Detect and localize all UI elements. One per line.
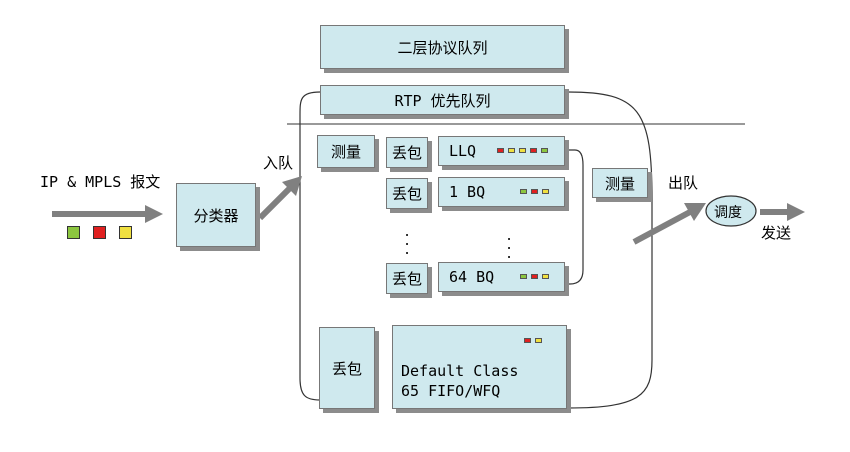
dequeue-arrow-head <box>684 203 706 221</box>
packet-yellow <box>119 226 132 239</box>
dot-yellow <box>519 148 526 153</box>
send-arrow-head <box>787 203 805 221</box>
dot-yellow <box>542 274 549 279</box>
drop-label: 丢包 <box>391 270 422 288</box>
packet-red <box>93 226 106 239</box>
dot-yellow <box>535 338 542 343</box>
dot-red <box>524 338 531 343</box>
dequeue-arrow-shaft <box>632 209 692 245</box>
queue-label: 1 BQ <box>449 183 486 201</box>
inner-bracket <box>568 149 584 285</box>
default-class-queue: Default Class 65 FIFO/WFQ <box>392 325 567 409</box>
llq-dots <box>497 148 548 153</box>
drop-box-llq: 丢包 <box>386 137 428 168</box>
measure-box: 测量 <box>317 135 375 168</box>
drop-label: 丢包 <box>391 144 422 162</box>
dot-red <box>531 274 538 279</box>
enqueue-arrow-shaft <box>257 185 293 221</box>
dot-yellow <box>542 189 549 194</box>
default-class-line2: 65 FIFO/WFQ <box>401 382 501 400</box>
packet-green <box>67 226 80 239</box>
input-arrow-head <box>145 205 163 223</box>
scheduler-label: 调度 <box>714 205 742 221</box>
ellipsis-vertical: ... <box>403 225 411 258</box>
dot-green <box>541 148 548 153</box>
input-label: IP & MPLS 报文 <box>40 173 161 191</box>
drop-label: 丢包 <box>391 185 422 203</box>
enqueue-arrow-head <box>282 176 302 196</box>
queue-label: 64 BQ <box>449 268 495 286</box>
left-bracket <box>299 91 321 401</box>
classifier-label: 分类器 <box>193 206 239 225</box>
dequeue-label: 出队 <box>668 174 699 192</box>
enqueue-label: 入队 <box>263 154 294 172</box>
measure-label: 测量 <box>330 143 361 161</box>
classifier-box: 分类器 <box>176 183 256 247</box>
dot-red <box>497 148 504 153</box>
rtp-priority-queue: RTP 优先队列 <box>320 85 565 115</box>
l2-protocol-queue: 二层协议队列 <box>320 25 565 69</box>
default-class-line1: Default Class <box>401 362 519 380</box>
queue-64bq: 64 BQ <box>438 262 565 292</box>
64bq-dots <box>520 274 549 279</box>
default-dots <box>524 338 542 343</box>
right-outer-curve <box>567 91 653 409</box>
drop-box-1bq: 丢包 <box>386 178 428 209</box>
measure-box-right: 测量 <box>592 168 648 198</box>
drop-box-default: 丢包 <box>319 327 375 409</box>
dot-green <box>520 274 527 279</box>
scheduler-ellipse <box>705 195 757 227</box>
drop-label: 丢包 <box>331 359 362 378</box>
dot-red <box>531 189 538 194</box>
dot-green <box>520 189 527 194</box>
dot-red <box>530 148 537 153</box>
drop-box-64bq: 丢包 <box>386 263 428 294</box>
send-label: 发送 <box>761 224 792 242</box>
measure-label: 测量 <box>604 174 635 193</box>
rtp-queue-label: RTP 优先队列 <box>394 91 491 110</box>
ellipsis-vertical: ... <box>505 229 513 262</box>
1bq-dots <box>520 189 549 194</box>
queue-label: LLQ <box>449 142 477 160</box>
l2-queue-label: 二层协议队列 <box>397 38 488 57</box>
dot-yellow <box>508 148 515 153</box>
